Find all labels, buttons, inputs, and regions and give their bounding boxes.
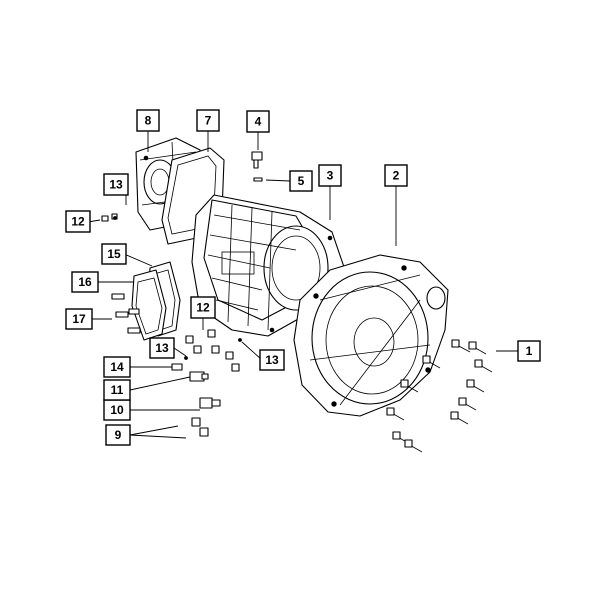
- part-5-clip: [253, 177, 263, 182]
- callout-2-label: 2: [393, 169, 400, 183]
- part-11-fitting: [189, 371, 209, 382]
- callout-13-center: 13: [149, 337, 175, 359]
- callout-11: 11: [103, 379, 131, 401]
- callout-13-center-label: 13: [155, 341, 169, 355]
- part-12-plugs-center: [185, 329, 240, 372]
- callout-9: 9: [105, 424, 131, 446]
- callout-8: 8: [136, 109, 160, 132]
- callout-4-label: 4: [255, 115, 262, 129]
- callout-8-label: 8: [145, 114, 152, 128]
- callout-12-left: 12: [65, 210, 91, 233]
- callout-12-left-label: 12: [71, 215, 85, 229]
- callout-13-top-label: 13: [109, 178, 123, 192]
- callout-1-label: 1: [526, 344, 533, 358]
- callout-14-label: 14: [110, 360, 124, 374]
- callout-12-center: 12: [190, 296, 216, 319]
- part-9-plugs: [191, 417, 209, 437]
- callout-10: 10: [103, 399, 131, 421]
- callout-16: 16: [71, 271, 99, 293]
- callout-7: 7: [196, 109, 220, 132]
- callout-17-label: 17: [72, 312, 86, 326]
- callout-3: 3: [318, 164, 342, 187]
- callout-5: 5: [289, 170, 313, 192]
- callout-2: 2: [384, 164, 408, 187]
- callout-13-top: 13: [103, 173, 129, 196]
- callout-13-right-label: 13: [265, 353, 279, 367]
- part-16-cover-gasket: [131, 269, 167, 341]
- callout-4: 4: [246, 110, 270, 133]
- callout-16-label: 16: [78, 275, 92, 289]
- callout-14: 14: [103, 356, 131, 378]
- part-2-bell-housing: [293, 254, 449, 417]
- callout-12-center-label: 12: [196, 301, 210, 315]
- callout-10-label: 10: [110, 403, 124, 417]
- callout-5-label: 5: [298, 174, 305, 188]
- callout-17: 17: [65, 308, 93, 330]
- callout-7-label: 7: [205, 114, 212, 128]
- callout-1: 1: [517, 340, 541, 362]
- callout-11-label: 11: [111, 383, 124, 397]
- part-13-washers: [113, 216, 242, 360]
- callout-15-label: 15: [107, 247, 121, 261]
- part-10-fitting: [199, 397, 221, 409]
- part-1-bolts: [386, 339, 493, 453]
- callout-15: 15: [101, 243, 127, 265]
- callout-13-right: 13: [259, 349, 285, 371]
- part-14-sensor: [171, 363, 183, 371]
- part-17-fasteners: [111, 293, 141, 334]
- callout-9-label: 9: [115, 428, 122, 442]
- callout-3-label: 3: [327, 169, 334, 183]
- part-4-valve: [251, 151, 263, 169]
